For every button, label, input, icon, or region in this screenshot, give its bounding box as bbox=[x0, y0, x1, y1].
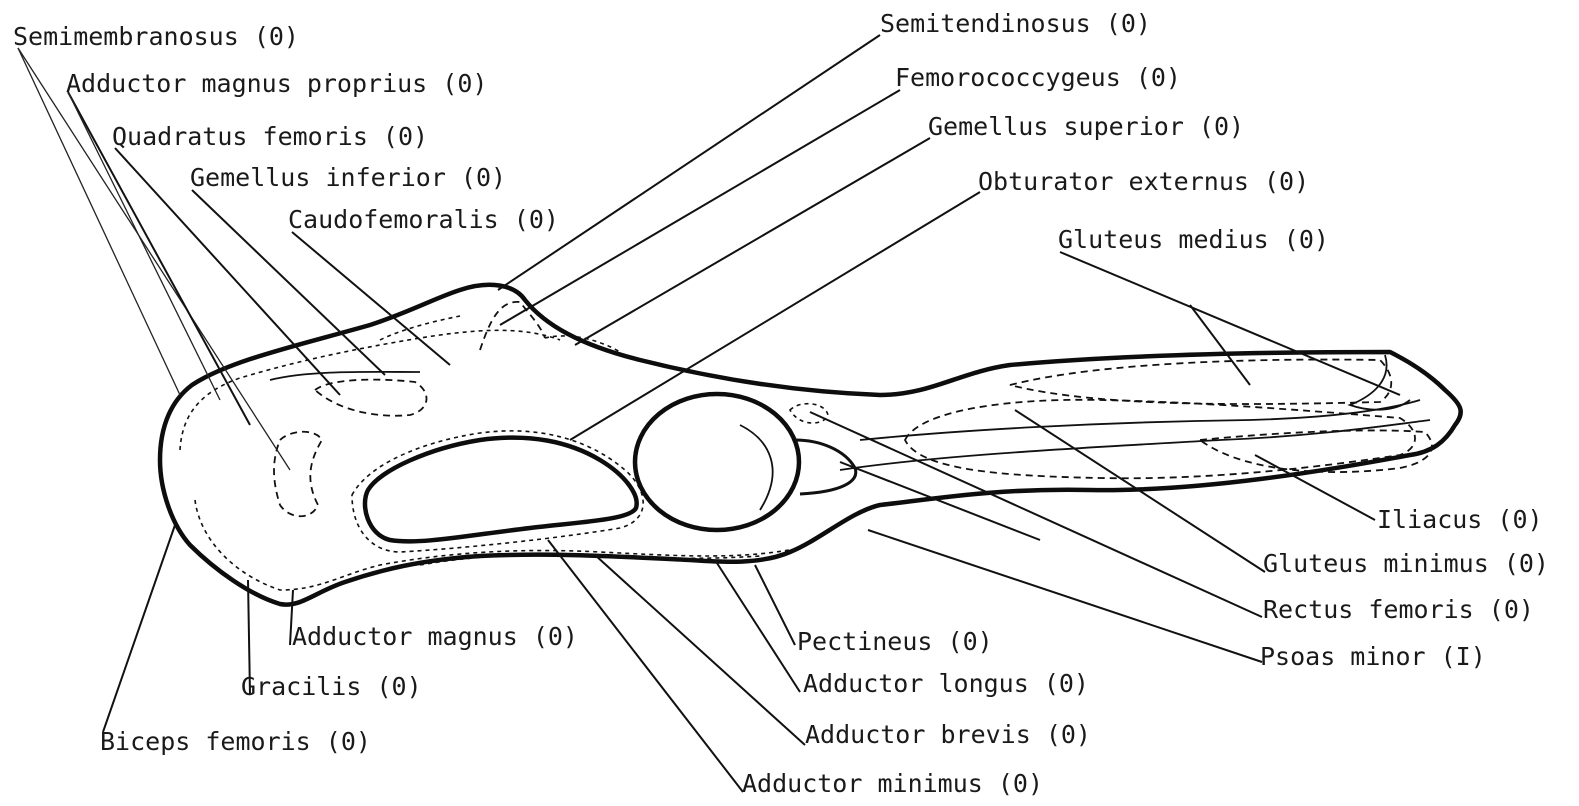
label-gemellus-superior: Gemellus superior (0) bbox=[928, 112, 1244, 141]
leader-adductor-minimus bbox=[548, 540, 743, 792]
acetabulum-rim-right bbox=[795, 440, 856, 494]
label-gluteus-minimus: Gluteus minimus (0) bbox=[1263, 549, 1549, 578]
ischial-tuberosity-line bbox=[270, 372, 420, 380]
leader-gluteus-medius-2 bbox=[1190, 305, 1250, 385]
pelvis-inner-dashed-outline bbox=[180, 330, 560, 450]
leader-caudofemoralis bbox=[292, 232, 450, 365]
leader-femorococcygeus bbox=[500, 90, 900, 325]
leader-semimembranosus-2 bbox=[18, 48, 290, 470]
label-semimembranosus: Semimembranosus (0) bbox=[13, 22, 299, 51]
pelvis-lower-dashed-outline bbox=[195, 500, 800, 590]
label-pectineus: Pectineus (0) bbox=[797, 627, 993, 656]
label-gluteus-medius: Gluteus medius (0) bbox=[1058, 225, 1329, 254]
ilium-ridge-line bbox=[860, 400, 1420, 440]
label-adductor-minimus: Adductor minimus (0) bbox=[742, 769, 1043, 798]
acetabular-fossa-line bbox=[740, 425, 773, 510]
label-semitendinosus: Semitendinosus (0) bbox=[880, 9, 1151, 38]
label-psoas-minor: Psoas minor (I) bbox=[1260, 642, 1486, 671]
leader-gluteus-medius bbox=[1060, 252, 1400, 395]
label-caudofemoralis: Caudofemoralis (0) bbox=[288, 205, 559, 234]
label-obturator-externus: Obturator externus (0) bbox=[978, 167, 1309, 196]
label-adductor-longus: Adductor longus (0) bbox=[803, 669, 1089, 698]
leader-adductor-longus bbox=[715, 560, 800, 692]
label-adductor-magnus-proprius: Adductor magnus proprius (0) bbox=[66, 69, 487, 98]
label-quadratus-femoris: Quadratus femoris (0) bbox=[112, 122, 428, 151]
acetabulum-outline bbox=[635, 394, 799, 530]
rectus-femoris-area bbox=[790, 404, 828, 423]
leader-biceps-femoris bbox=[103, 525, 175, 732]
label-femorococcygeus: Femorococcygeus (0) bbox=[895, 63, 1181, 92]
obturator-foramen-outline bbox=[365, 438, 637, 542]
label-iliacus: Iliacus (0) bbox=[1377, 505, 1543, 534]
leader-psoas-minor-2 bbox=[840, 462, 1040, 540]
caudofemoralis-area bbox=[380, 316, 460, 340]
label-adductor-magnus: Adductor magnus (0) bbox=[292, 622, 578, 651]
label-biceps-femoris: Biceps femoris (0) bbox=[100, 727, 371, 756]
semimembranosus-area bbox=[274, 432, 322, 517]
label-gemellus-inferior: Gemellus inferior (0) bbox=[190, 163, 506, 192]
leader-gemellus-superior bbox=[575, 138, 930, 345]
label-gracilis: Gracilis (0) bbox=[241, 672, 422, 701]
label-adductor-brevis: Adductor brevis (0) bbox=[805, 720, 1091, 749]
leader-semimembranosus bbox=[18, 48, 180, 395]
label-rectus-femoris: Rectus femoris (0) bbox=[1263, 595, 1534, 624]
leader-semitendinosus bbox=[498, 35, 880, 290]
